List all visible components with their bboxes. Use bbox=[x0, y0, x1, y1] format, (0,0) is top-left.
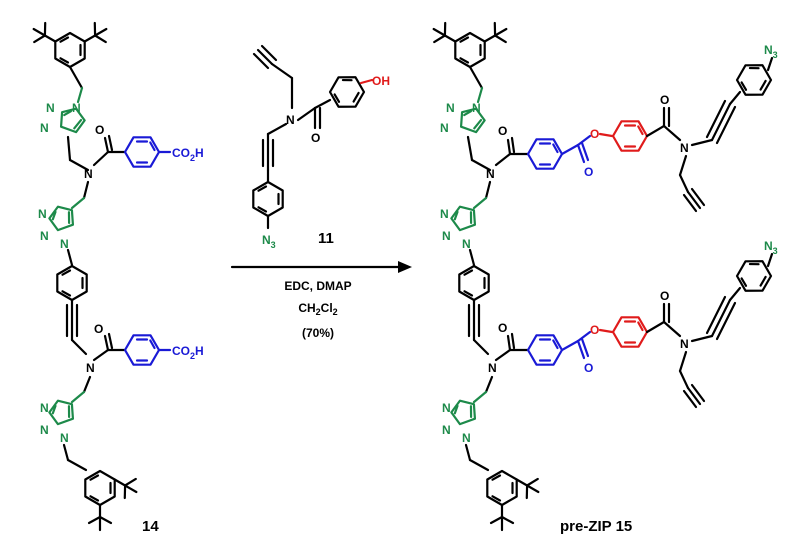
atom-oh: OH bbox=[372, 74, 390, 88]
atom-o: O bbox=[590, 323, 599, 337]
atom-n: N bbox=[442, 229, 451, 243]
atom-n: N bbox=[286, 113, 295, 127]
atom-n: N bbox=[446, 101, 455, 115]
n3-sub: 3 bbox=[773, 50, 778, 60]
compound-label-15: pre-ZIP 15 bbox=[560, 518, 632, 535]
atom-n: N bbox=[40, 401, 49, 415]
atom-n: N bbox=[680, 141, 689, 155]
solvent-mid: Cl bbox=[321, 301, 333, 315]
starting-material-14: N N N N O CO2H N N N N O bbox=[28, 19, 204, 532]
co2h-main: CO bbox=[172, 146, 190, 160]
condition-reagents: EDC, DMAP bbox=[284, 279, 351, 293]
atom-n: N bbox=[86, 361, 95, 375]
atom-o: O bbox=[660, 289, 669, 303]
n3-sub: 3 bbox=[271, 240, 276, 250]
svg-text:N3: N3 bbox=[262, 233, 276, 250]
condition-solvent: CH2Cl2 bbox=[298, 301, 337, 317]
atom-n: N bbox=[442, 423, 451, 437]
reagent-label: 11 bbox=[318, 230, 334, 247]
atom-n: N bbox=[442, 401, 451, 415]
atom-o: O bbox=[498, 321, 507, 335]
atom-n: N bbox=[680, 337, 689, 351]
compound-label-14: 14 bbox=[142, 518, 159, 535]
atom-o: O bbox=[590, 127, 599, 141]
atom-o: O bbox=[584, 165, 593, 179]
n3-main: N bbox=[764, 239, 773, 253]
atom-n: N bbox=[488, 361, 497, 375]
atom-n: N bbox=[46, 101, 55, 115]
solvent-main: CH bbox=[298, 301, 315, 315]
atom-n: N bbox=[462, 237, 471, 251]
atom-n: N bbox=[40, 423, 49, 437]
co2h-sub: 2 bbox=[190, 351, 195, 361]
svg-text:N3: N3 bbox=[764, 239, 778, 256]
atom-o: O bbox=[584, 361, 593, 375]
svg-text:CO2H: CO2H bbox=[172, 146, 204, 163]
atom-n: N bbox=[60, 237, 69, 251]
atom-n: N bbox=[472, 101, 481, 115]
co2h-sub: 2 bbox=[190, 153, 195, 163]
svg-text:N3: N3 bbox=[764, 43, 778, 60]
atom-n: N bbox=[440, 121, 449, 135]
solvent-sub1: 2 bbox=[316, 307, 321, 317]
reaction-conditions: EDC, DMAP CH2Cl2 (70%) bbox=[284, 279, 351, 340]
atom-o: O bbox=[311, 131, 320, 145]
svg-text:CO2H: CO2H bbox=[172, 344, 204, 361]
reagent-11: N O OH N3 11 bbox=[252, 44, 390, 250]
n3-main: N bbox=[262, 233, 271, 247]
atom-n: N bbox=[40, 121, 49, 135]
atom-n: N bbox=[462, 431, 471, 445]
condition-yield: (70%) bbox=[302, 326, 334, 340]
atom-n: N bbox=[440, 207, 449, 221]
reaction-arrow bbox=[230, 261, 412, 273]
n3-main: N bbox=[764, 43, 773, 57]
product-15: N N N N O O O O N bbox=[428, 19, 778, 532]
atom-n: N bbox=[40, 229, 49, 243]
atom-o: O bbox=[94, 322, 103, 336]
atom-o: O bbox=[498, 124, 507, 138]
atom-n: N bbox=[72, 101, 81, 115]
co2h-tail: H bbox=[195, 146, 204, 160]
atom-o: O bbox=[95, 123, 104, 137]
atom-n: N bbox=[60, 431, 69, 445]
n3-sub: 3 bbox=[773, 246, 778, 256]
solvent-sub2: 2 bbox=[333, 307, 338, 317]
co2h-tail: H bbox=[195, 344, 204, 358]
atom-n: N bbox=[84, 167, 93, 181]
atom-o: O bbox=[660, 93, 669, 107]
co2h-main: CO bbox=[172, 344, 190, 358]
atom-n: N bbox=[486, 167, 495, 181]
atom-n: N bbox=[38, 207, 47, 221]
